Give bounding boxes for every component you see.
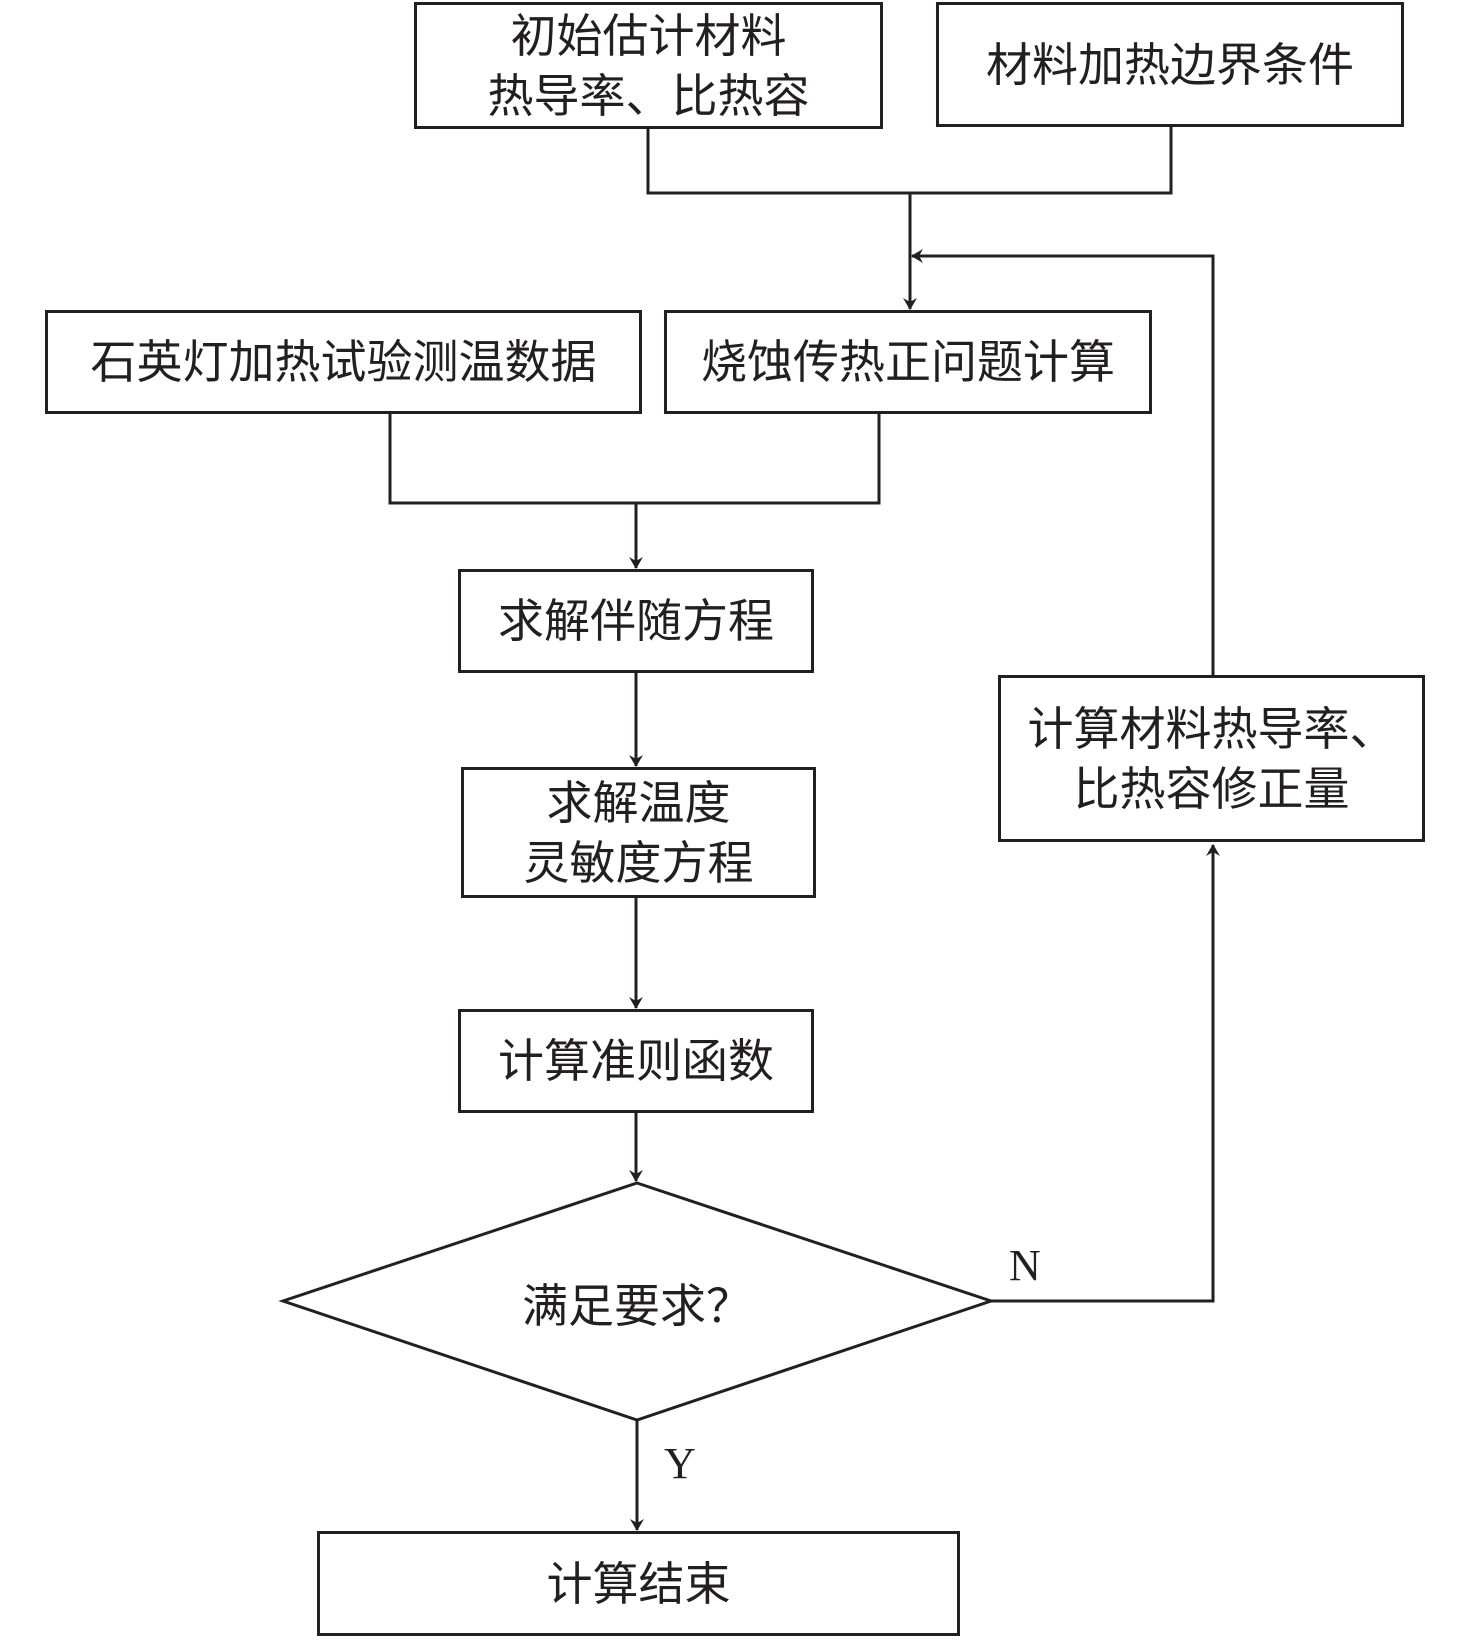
forward-problem-box: 烧蚀传热正问题计算	[664, 310, 1152, 414]
initial-estimate-box: 初始估计材料 热导率、比热容	[414, 2, 883, 129]
edge-test-forward-merge	[388, 413, 881, 505]
sensitivity-equation-box: 求解温度 灵敏度方程	[461, 767, 816, 898]
edge-decision-no	[991, 844, 1220, 1303]
decision-diamond	[278, 1181, 996, 1422]
adjoint-equation-label: 求解伴随方程	[498, 594, 774, 648]
test-data-label: 石英灯加热试验测温数据	[90, 335, 597, 389]
criterion-function-label: 计算准则函数	[498, 1034, 774, 1088]
edge-initial-to-merge	[646, 126, 1173, 195]
correction-box: 计算材料热导率、 比热容修正量	[998, 675, 1425, 842]
boundary-conditions-box: 材料加热边界条件	[936, 2, 1404, 127]
boundary-conditions-label: 材料加热边界条件	[986, 37, 1354, 92]
test-data-box: 石英灯加热试验测温数据	[45, 310, 642, 414]
initial-estimate-line2: 热导率、比热容	[487, 68, 810, 123]
correction-line2: 比热容修正量	[1073, 761, 1350, 816]
sensitivity-equation-line1: 求解温度	[546, 775, 731, 830]
no-branch-label: N	[1009, 1241, 1041, 1290]
criterion-function-box: 计算准则函数	[458, 1009, 814, 1113]
correction-line1: 计算材料热导率、	[1027, 701, 1396, 756]
end-box: 计算结束	[317, 1531, 960, 1636]
edge-correction-feedback	[911, 249, 1215, 675]
adjoint-equation-box: 求解伴随方程	[458, 569, 814, 673]
initial-estimate-line1: 初始估计材料	[510, 8, 787, 63]
decision-label: 满足要求？	[522, 1279, 752, 1333]
yes-branch-label: Y	[664, 1439, 696, 1488]
end-label: 计算结束	[546, 1556, 731, 1611]
sensitivity-equation-line2: 灵敏度方程	[523, 835, 754, 890]
forward-problem-label: 烧蚀传热正问题计算	[701, 335, 1115, 389]
